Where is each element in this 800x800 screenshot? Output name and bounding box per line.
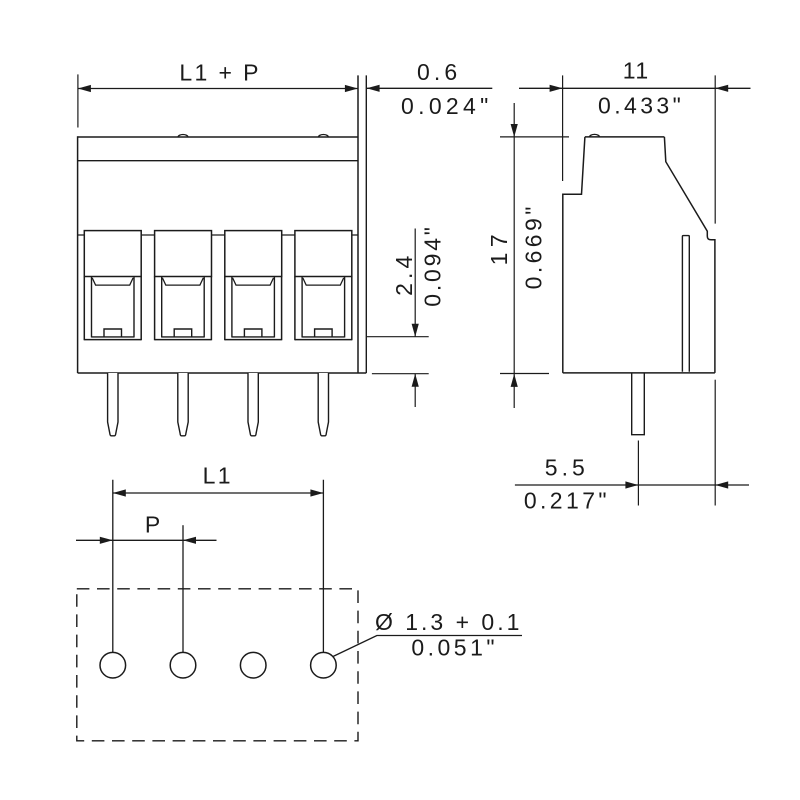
svg-text:0.051": 0.051" xyxy=(411,635,498,661)
svg-text:11: 11 xyxy=(623,58,650,84)
svg-text:0.669": 0.669" xyxy=(520,203,546,289)
svg-text:0.433": 0.433" xyxy=(598,93,684,119)
svg-text:0.024": 0.024" xyxy=(401,93,493,119)
svg-text:L1: L1 xyxy=(203,463,233,489)
svg-text:17: 17 xyxy=(486,229,512,266)
svg-text:L1 + P: L1 + P xyxy=(179,60,261,86)
svg-text:0.094": 0.094" xyxy=(420,224,446,307)
svg-text:0.6: 0.6 xyxy=(417,59,461,85)
svg-text:2.4: 2.4 xyxy=(391,252,417,296)
svg-text:0.217": 0.217" xyxy=(524,487,610,513)
svg-text:5.5: 5.5 xyxy=(545,454,589,480)
svg-text:Ø 1.3 + 0.1: Ø 1.3 + 0.1 xyxy=(375,609,522,635)
svg-text:P: P xyxy=(145,512,163,538)
